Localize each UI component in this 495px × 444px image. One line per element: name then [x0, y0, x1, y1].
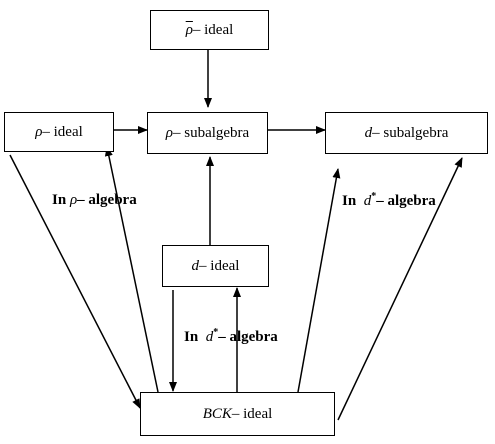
- label-in-rho-prefix: In: [52, 192, 67, 208]
- label-in-rho-suffix: – algebra: [77, 192, 137, 208]
- edge-rho-ideal-to-bck: [9, 154, 141, 409]
- d-subalgebra-symbol: d: [364, 124, 373, 141]
- bck-symbol: BCK: [202, 405, 232, 422]
- label-in-rho-symbol: ρ: [69, 192, 78, 208]
- label-in-rho-algebra: In ρ– algebra: [52, 192, 137, 209]
- edge-bck-to-d-subalgebra-left: [297, 168, 341, 393]
- d-ideal-text: – ideal: [199, 257, 240, 274]
- d-subalgebra-box: d – subalgebra: [325, 112, 488, 154]
- rho-ideal-text: – ideal: [42, 123, 83, 140]
- rho-subalgebra-box: ρ – subalgebra: [147, 112, 268, 154]
- label-right-sup: *: [371, 191, 377, 202]
- label-right-suffix: – algebra: [376, 193, 436, 209]
- label-center-prefix: In: [184, 329, 199, 345]
- d-subalgebra-text: – subalgebra: [372, 124, 449, 141]
- d-ideal-box: d – ideal: [162, 245, 269, 287]
- edge-bck-to-d-subalgebra-right: [337, 157, 463, 421]
- rho-subalgebra-symbol: ρ: [165, 124, 173, 141]
- label-center-sup: *: [213, 327, 219, 338]
- label-center-suffix: – algebra: [218, 329, 278, 345]
- rho-bar-ideal-box: ρ – ideal: [150, 10, 269, 50]
- d-ideal-symbol: d: [191, 257, 200, 274]
- label-right-symbol: d: [363, 193, 372, 209]
- label-center-symbol: d: [205, 329, 214, 345]
- rho-ideal-symbol: ρ: [35, 123, 43, 140]
- rho-subalgebra-text: – subalgebra: [172, 124, 250, 141]
- rho-bar-ideal-text: – ideal: [192, 21, 234, 38]
- rho-ideal-box: ρ – ideal: [4, 112, 114, 152]
- edge-bck-to-rho-ideal: [104, 146, 159, 393]
- label-in-dstar-algebra-center: In d*– algebra: [184, 327, 278, 346]
- bck-ideal-text: – ideal: [231, 405, 273, 422]
- label-right-prefix: In: [342, 193, 357, 209]
- rho-bar-symbol: ρ: [185, 21, 193, 38]
- label-in-dstar-algebra-right: In d*– algebra: [342, 191, 436, 210]
- bck-ideal-box: BCK – ideal: [140, 392, 335, 436]
